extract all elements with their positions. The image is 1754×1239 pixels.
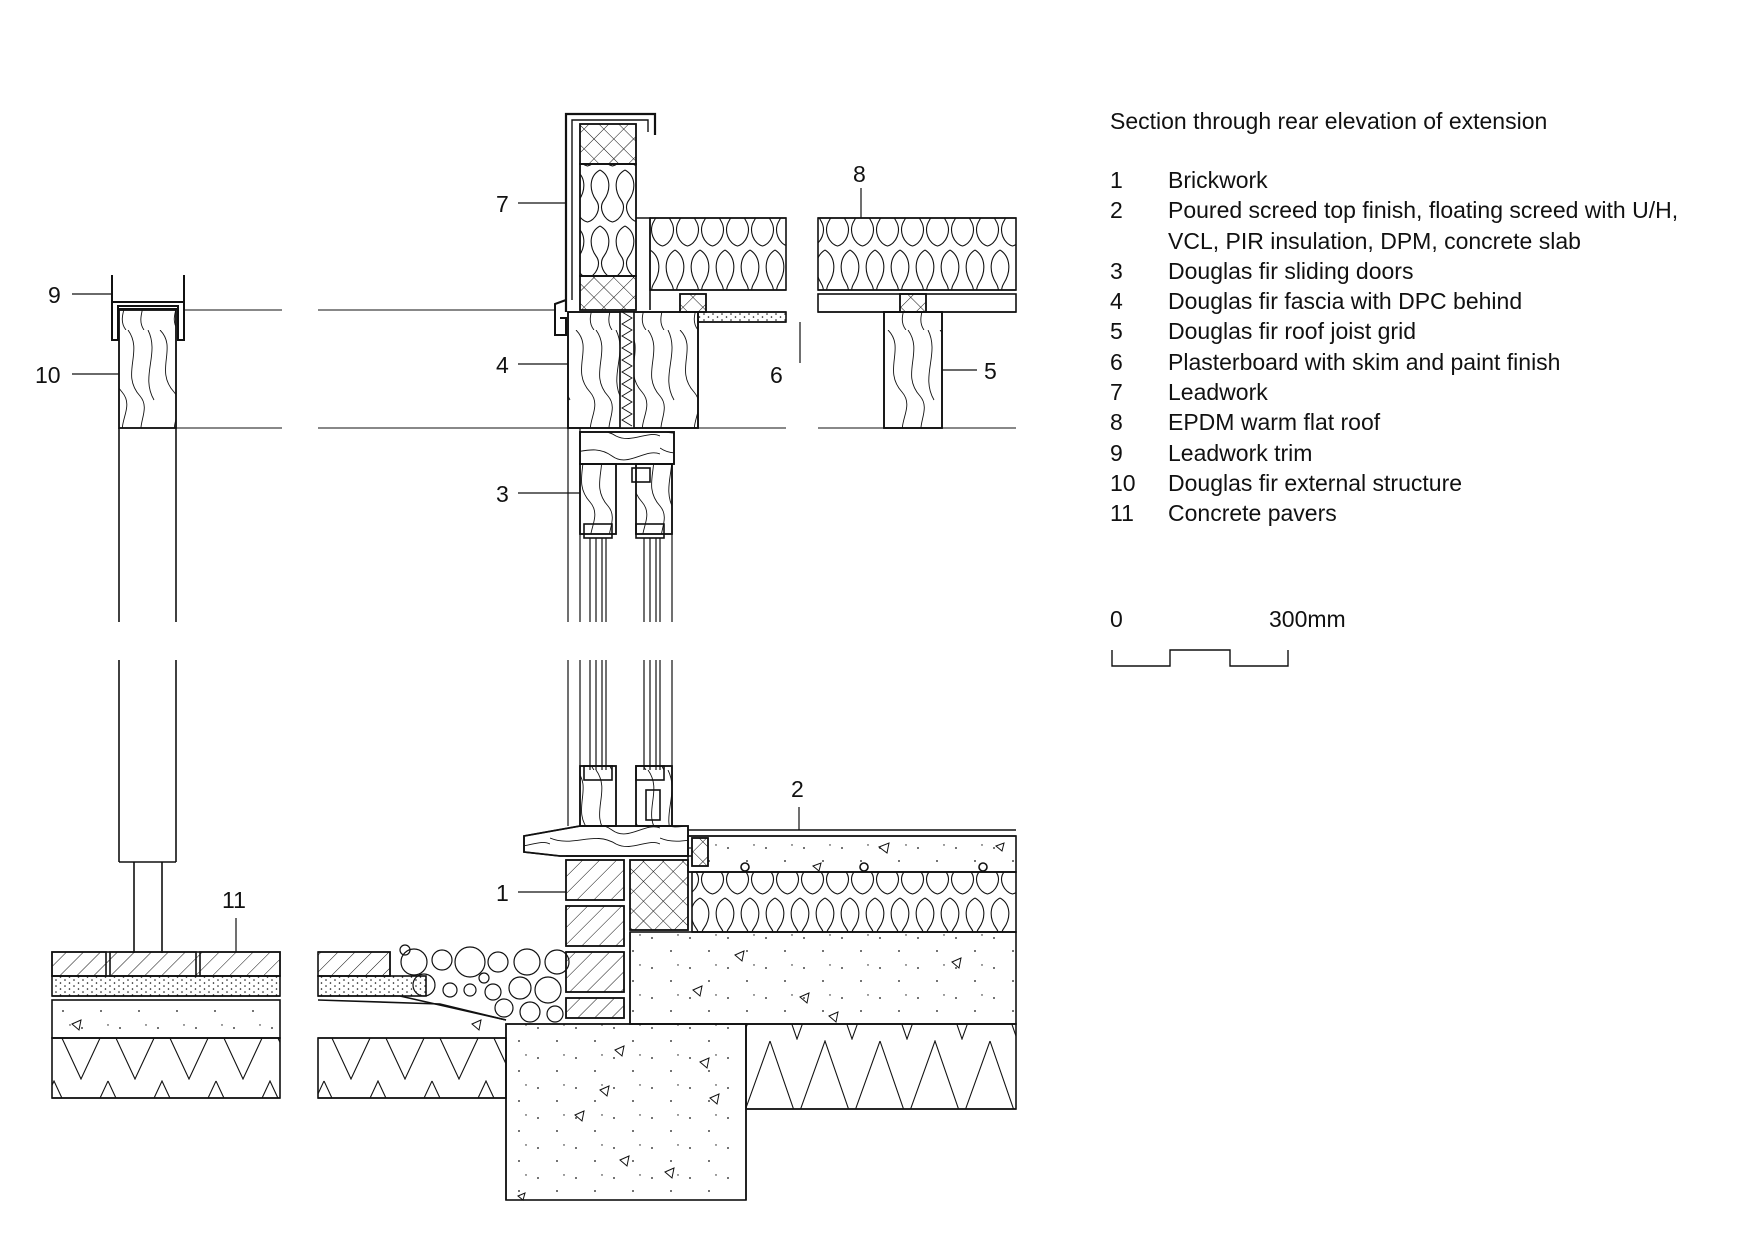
sliding-door-frame-upper xyxy=(567,428,673,622)
legend-item-text: Brickwork xyxy=(1168,167,1268,193)
flat-roof-section-left xyxy=(649,217,787,323)
flat-roof-section-right xyxy=(817,217,1017,429)
legend-item-text: Leadwork trim xyxy=(1168,439,1313,466)
callout-8: 8 xyxy=(853,161,866,187)
callout-9: 9 xyxy=(48,282,61,308)
legend-item-text: Concrete pavers xyxy=(1168,500,1337,527)
concrete-foundation xyxy=(505,1023,747,1201)
legend-item: 9 Leadwork trim xyxy=(1110,438,1730,468)
floor-buildup xyxy=(629,829,1017,1110)
legend-item-number: 9 xyxy=(1110,439,1123,466)
leadwork-trim xyxy=(111,275,185,341)
sliding-door-sill xyxy=(523,765,689,857)
legend-item-number: 4 xyxy=(1110,288,1123,315)
scale-bar-graphic xyxy=(1111,649,1289,667)
legend-item: 2 Poured screed top finish, floating scre… xyxy=(1110,195,1730,256)
legend-item-number: 3 xyxy=(1110,257,1123,284)
parapet-leadwork xyxy=(554,112,657,336)
callout-5: 5 xyxy=(984,358,997,384)
legend-item-number: 8 xyxy=(1110,409,1123,436)
legend-item: 4 Douglas fir fascia with DPC behind xyxy=(1110,286,1730,316)
legend-item: 5 Douglas fir roof joist grid xyxy=(1110,316,1730,346)
legend-item-number: 1 xyxy=(1110,167,1123,193)
legend-item: 7 Leadwork xyxy=(1110,377,1730,407)
fascia-beam xyxy=(567,311,699,429)
callout-3: 3 xyxy=(496,481,509,507)
callout-numbers: 9 10 7 4 3 1 8 6 5 2 11 xyxy=(35,161,997,913)
external-ground xyxy=(51,951,507,1099)
sliding-door-head xyxy=(579,431,675,539)
legend-item: 6 Plasterboard with skim and paint finish xyxy=(1110,347,1730,377)
callout-6: 6 xyxy=(770,362,783,388)
diagram-title: Section through rear elevation of extens… xyxy=(1110,108,1548,134)
gravel-drain xyxy=(399,944,570,1023)
legend-item: 10 Douglas fir external structure xyxy=(1110,468,1730,498)
legend-item: 8 EPDM warm flat roof xyxy=(1110,407,1730,437)
callout-7: 7 xyxy=(496,191,509,217)
scale-bar: 0 300mm xyxy=(1110,606,1410,676)
legend-item: 11 Concrete pavers xyxy=(1110,498,1730,528)
legend-item-text: Leadwork xyxy=(1168,379,1268,406)
scale-start-label: 0 xyxy=(1110,606,1123,632)
callout-10: 10 xyxy=(35,362,61,388)
scale-end-label: 300mm xyxy=(1269,606,1346,632)
legend-item-text: Douglas fir roof joist grid xyxy=(1168,318,1416,345)
leader-lines xyxy=(72,188,977,952)
callout-4: 4 xyxy=(496,352,509,378)
brickwork-wall xyxy=(565,855,692,1019)
legend-item-text: Douglas fir sliding doors xyxy=(1168,257,1414,284)
callout-1: 1 xyxy=(496,880,509,906)
legend-item-text: EPDM warm flat roof xyxy=(1168,409,1381,436)
callout-11: 11 xyxy=(222,887,246,913)
legend-item-text: Douglas fir external structure xyxy=(1168,469,1463,496)
legend: Section through rear elevation of extens… xyxy=(1110,108,1730,529)
external-structure-post xyxy=(118,309,177,953)
legend-item-number: 10 xyxy=(1110,469,1136,496)
legend-item-text: Poured screed top finish, floating scree… xyxy=(1168,197,1679,254)
legend-item: 3 Douglas fir sliding doors xyxy=(1110,256,1730,286)
legend-item-number: 11 xyxy=(1110,500,1134,527)
legend-list: 1 Brickwork 2 Poured screed top finish, fl… xyxy=(1110,165,1730,529)
legend-item-text: Plasterboard with skim and paint finish xyxy=(1168,348,1561,375)
legend-item-number: 2 xyxy=(1110,197,1123,224)
legend-item-text: Douglas fir fascia with DPC behind xyxy=(1168,288,1523,315)
legend-item-number: 6 xyxy=(1110,348,1123,375)
callout-2: 2 xyxy=(791,776,804,802)
legend-item: 1 Brickwork xyxy=(1110,165,1730,195)
legend-item-number: 5 xyxy=(1110,318,1123,345)
legend-item-number: 7 xyxy=(1110,379,1123,406)
